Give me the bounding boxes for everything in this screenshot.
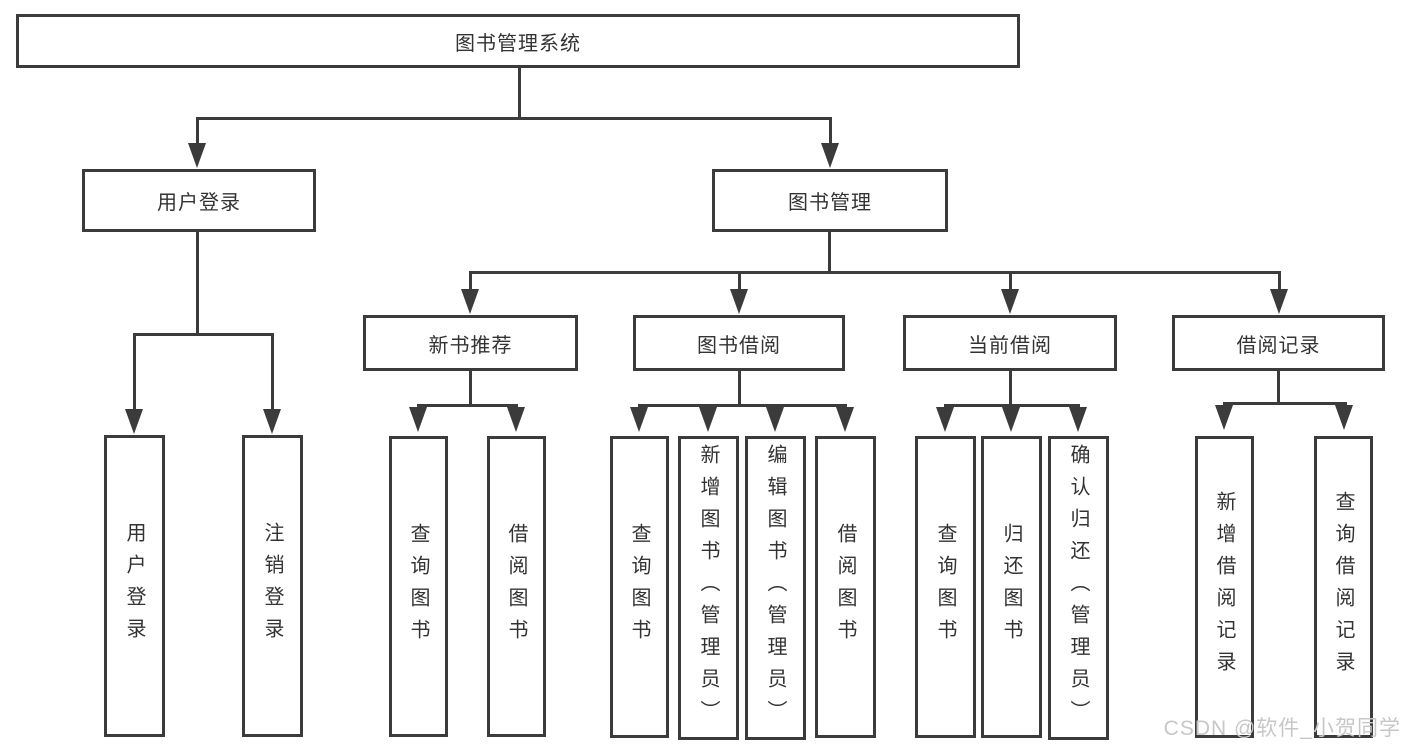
node-leaf-add-borrow-record: 新增借阅记录: [1195, 436, 1254, 738]
connector-book-mgmt-stem: [828, 232, 831, 274]
node-label: 查询图书: [628, 523, 650, 651]
node-book-management: 图书管理: [712, 169, 948, 232]
connector-root-drop-left: [196, 117, 199, 145]
node-label: 编辑图书（管理员）: [764, 444, 786, 732]
node-label: 查询图书: [934, 523, 956, 651]
arrow-down-icon: [1270, 289, 1288, 314]
node-leaf-query-books: 查询图书: [915, 436, 976, 738]
connector-user-login-rail: [133, 333, 274, 336]
arrow-down-icon: [936, 407, 954, 432]
connector-new-book-stem: [469, 371, 472, 407]
node-label: 图书借阅: [697, 334, 781, 357]
connector-root-rail: [196, 117, 832, 120]
node-borrow-record: 借阅记录: [1172, 315, 1385, 371]
arrow-down-icon: [461, 289, 479, 314]
arrow-down-icon: [699, 407, 717, 432]
arrow-down-icon: [1215, 405, 1233, 430]
node-label: 用户登录: [123, 522, 145, 650]
node-label: 归还图书: [1000, 523, 1022, 651]
node-label: 新增借阅记录: [1213, 491, 1235, 683]
connector-borrow-record-stem: [1277, 371, 1280, 405]
connector-user-login-drop-1: [133, 333, 136, 411]
connector-book-borrow-rail: [638, 404, 847, 407]
node-leaf-query-borrow-record: 查询借阅记录: [1314, 436, 1373, 738]
connector-borrow-record-rail: [1223, 402, 1347, 405]
connector-book-mgmt-rail: [469, 271, 1281, 274]
node-user-login: 用户登录: [82, 169, 316, 232]
arrow-down-icon: [1335, 405, 1353, 430]
node-leaf-query-books: 查询图书: [389, 436, 448, 737]
node-label: 借阅记录: [1236, 334, 1321, 357]
node-book-borrow: 图书借阅: [633, 315, 845, 371]
connector-current-borrow-rail: [944, 404, 1080, 407]
arrow-down-icon: [630, 407, 648, 432]
node-label: 查询图书: [407, 522, 429, 651]
node-leaf-edit-books-admin: 编辑图书（管理员）: [745, 436, 806, 740]
node-leaf-return-books: 归还图书: [981, 436, 1042, 738]
node-label: 注销登录: [261, 522, 283, 650]
node-new-book-recommend: 新书推荐: [363, 315, 578, 371]
arrow-down-icon: [1002, 407, 1020, 432]
node-leaf-borrow-books: 借阅图书: [487, 436, 546, 737]
node-label: 确认归还（管理员）: [1067, 444, 1089, 732]
connector-user-login-drop-2: [271, 333, 274, 411]
connector-book-mgmt-drop-1: [469, 271, 472, 290]
arrow-down-icon: [1001, 289, 1019, 314]
node-leaf-user-login: 用户登录: [104, 435, 165, 737]
connector-book-mgmt-drop-4: [1278, 271, 1281, 290]
connector-book-mgmt-drop-2: [738, 271, 741, 290]
node-leaf-confirm-return-admin: 确认归还（管理员）: [1048, 436, 1109, 740]
connector-root-drop-right: [829, 117, 832, 145]
arrow-down-icon: [409, 407, 427, 432]
connector-book-borrow-stem: [738, 371, 741, 407]
node-label: 借阅图书: [834, 523, 856, 651]
node-label: 图书管理: [788, 192, 872, 214]
node-leaf-query-books: 查询图书: [610, 436, 669, 738]
node-leaf-add-books-admin: 新增图书（管理员）: [678, 436, 739, 740]
node-leaf-logout: 注销登录: [242, 435, 303, 737]
arrow-down-icon: [730, 289, 748, 314]
connector-user-login-stem: [196, 232, 199, 336]
arrow-down-icon: [507, 407, 525, 432]
connector-root-stem: [518, 68, 521, 120]
node-current-borrow: 当前借阅: [903, 315, 1117, 371]
node-leaf-borrow-books: 借阅图书: [815, 436, 876, 738]
node-label: 新书推荐: [428, 334, 513, 357]
csdn-watermark: CSDN @软件_小贺同学: [1163, 717, 1401, 740]
arrow-down-icon: [766, 407, 784, 432]
node-label: 新增图书（管理员）: [697, 444, 719, 732]
node-label: 查询借阅记录: [1332, 491, 1354, 683]
connector-current-borrow-stem: [1009, 371, 1012, 407]
node-label: 借阅图书: [505, 522, 527, 651]
node-label: 图书管理系统: [455, 32, 581, 55]
connector-new-book-rail: [417, 404, 518, 407]
node-label: 用户登录: [157, 192, 241, 214]
arrow-down-icon: [188, 143, 206, 168]
arrow-down-icon: [821, 143, 839, 168]
arrow-down-icon: [263, 409, 281, 434]
node-label: 当前借阅: [968, 334, 1052, 357]
connector-book-mgmt-drop-3: [1009, 271, 1012, 290]
node-library-system: 图书管理系统: [16, 14, 1020, 68]
arrow-down-icon: [1069, 407, 1087, 432]
arrow-down-icon: [125, 409, 143, 434]
arrow-down-icon: [836, 407, 854, 432]
